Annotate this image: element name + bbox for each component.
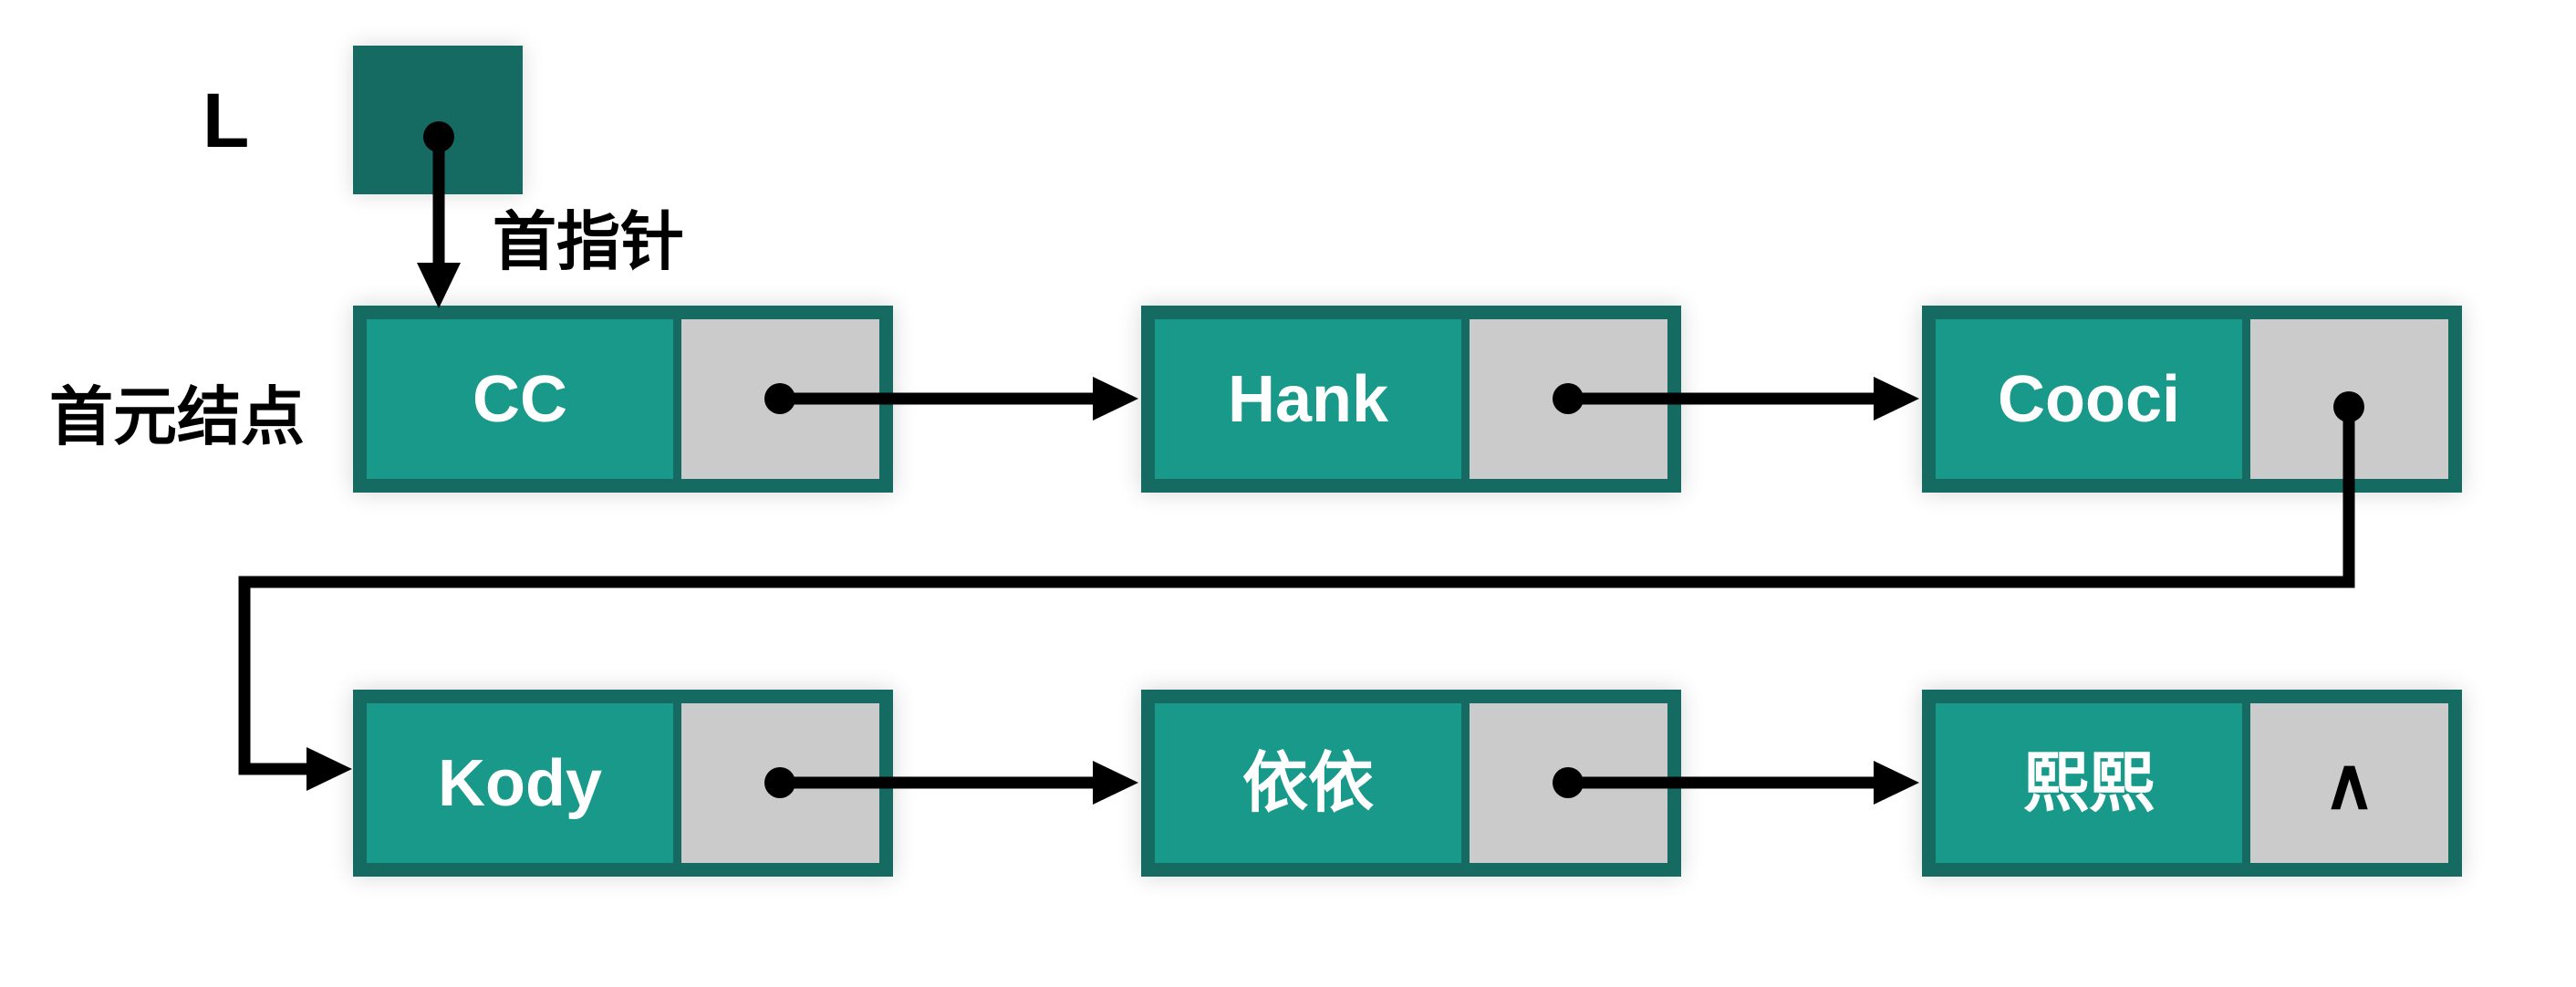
node-data-cell: Hank xyxy=(1155,319,1461,479)
node-data-label: Cooci xyxy=(1997,362,2180,436)
list-node-hank: Hank xyxy=(1141,306,1681,493)
list-node-cooci: Cooci xyxy=(1922,306,2462,493)
first-node-caption: 首元结点 xyxy=(49,381,305,452)
list-head-box xyxy=(353,46,523,194)
node-data-label: 依依 xyxy=(1241,746,1374,820)
node-data-cell: Kody xyxy=(367,703,673,863)
node-pointer-cell xyxy=(681,319,879,479)
list-node-xixi: 熙熙 ∧ xyxy=(1922,690,2462,877)
node-pointer-cell xyxy=(1470,703,1667,863)
null-pointer-symbol: ∧ xyxy=(2322,743,2376,824)
node-data-label: 熙熙 xyxy=(2022,746,2155,820)
node-pointer-cell xyxy=(1470,319,1667,479)
node-data-cell: Cooci xyxy=(1936,319,2242,479)
node-data-cell: 依依 xyxy=(1155,703,1461,863)
node-pointer-cell xyxy=(2250,319,2448,479)
node-pointer-cell xyxy=(681,703,879,863)
list-pointer-label: L xyxy=(203,78,250,163)
list-node-kody: Kody xyxy=(353,690,893,877)
node-pointer-cell: ∧ xyxy=(2250,703,2448,863)
node-data-label: Kody xyxy=(438,746,602,820)
node-data-cell: CC xyxy=(367,319,673,479)
node-data-label: CC xyxy=(473,362,567,436)
node-data-cell: 熙熙 xyxy=(1936,703,2242,863)
list-node-cc: CC xyxy=(353,306,893,493)
head-pointer-caption: 首指针 xyxy=(493,206,684,277)
node-data-label: Hank xyxy=(1227,362,1389,436)
list-node-yiyi: 依依 xyxy=(1141,690,1681,877)
